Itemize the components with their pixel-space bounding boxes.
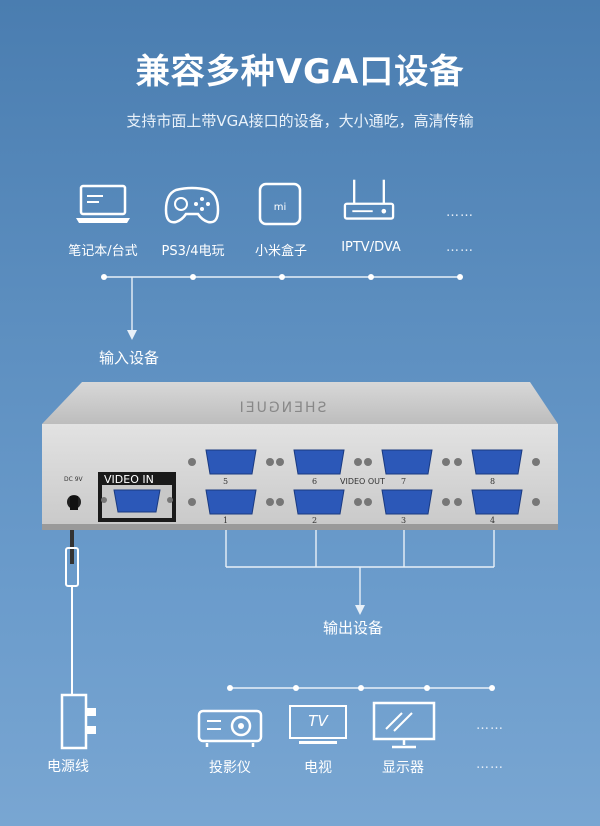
tv-stand — [299, 741, 337, 744]
port-number-6: 6 — [312, 477, 318, 486]
port-number-3: 3 — [401, 516, 407, 525]
video-out-label: VIDEO OUT — [340, 477, 385, 486]
input-section-label: 输入设备 — [99, 349, 160, 367]
input-device-label-laptop: 笔记本/台式 — [68, 244, 138, 259]
video-in-label: VIDEO IN — [104, 473, 154, 486]
output-device-label-tv: 电视 — [304, 760, 332, 776]
port-number-4: 4 — [490, 516, 496, 525]
laptop-icon — [76, 184, 130, 223]
svg-text:mi: mi — [274, 202, 287, 213]
projector-icon — [197, 709, 263, 747]
more-output-dots-2: …… — [476, 757, 504, 772]
output-section-label: 输出设备 — [323, 619, 384, 637]
port-number-2: 2 — [312, 516, 318, 525]
router-icon — [343, 179, 395, 220]
port-number-1: 1 — [223, 516, 229, 525]
monitor-icon — [372, 701, 436, 749]
tv-icon: TV — [289, 705, 347, 739]
output-device-label-projector: 投影仪 — [209, 760, 251, 776]
page-title: 兼容多种VGA口设备 — [135, 52, 465, 92]
input-device-label-router: IPTV/DVA — [341, 240, 401, 255]
more-output-dots-1: …… — [476, 718, 504, 733]
power-adapter-icon — [60, 530, 96, 750]
power-cable-label: 电源线 — [47, 759, 89, 775]
tv-screen-text: TV — [308, 712, 328, 730]
more-input-dots-1: …… — [446, 205, 474, 220]
vga-switch-device: SHENGUEI — [42, 382, 558, 530]
gamepad-icon — [164, 186, 220, 224]
port-number-5: 5 — [223, 477, 229, 486]
svg-text:SHENGUEI: SHENGUEI — [238, 400, 327, 416]
tv-box-icon: mi — [258, 182, 302, 226]
output-device-label-monitor: 显示器 — [382, 760, 424, 776]
input-device-label-tv-box: 小米盒子 — [254, 244, 307, 259]
page-subtitle: 支持市面上带VGA接口的设备，大小通吃，高清传输 — [126, 112, 474, 130]
power-port-label: DC 9V — [64, 476, 83, 483]
port-number-7: 7 — [401, 477, 407, 486]
port-number-8: 8 — [490, 477, 496, 486]
input-device-label-gamepad: PS3/4电玩 — [161, 244, 225, 259]
more-input-dots-2: …… — [446, 240, 474, 255]
